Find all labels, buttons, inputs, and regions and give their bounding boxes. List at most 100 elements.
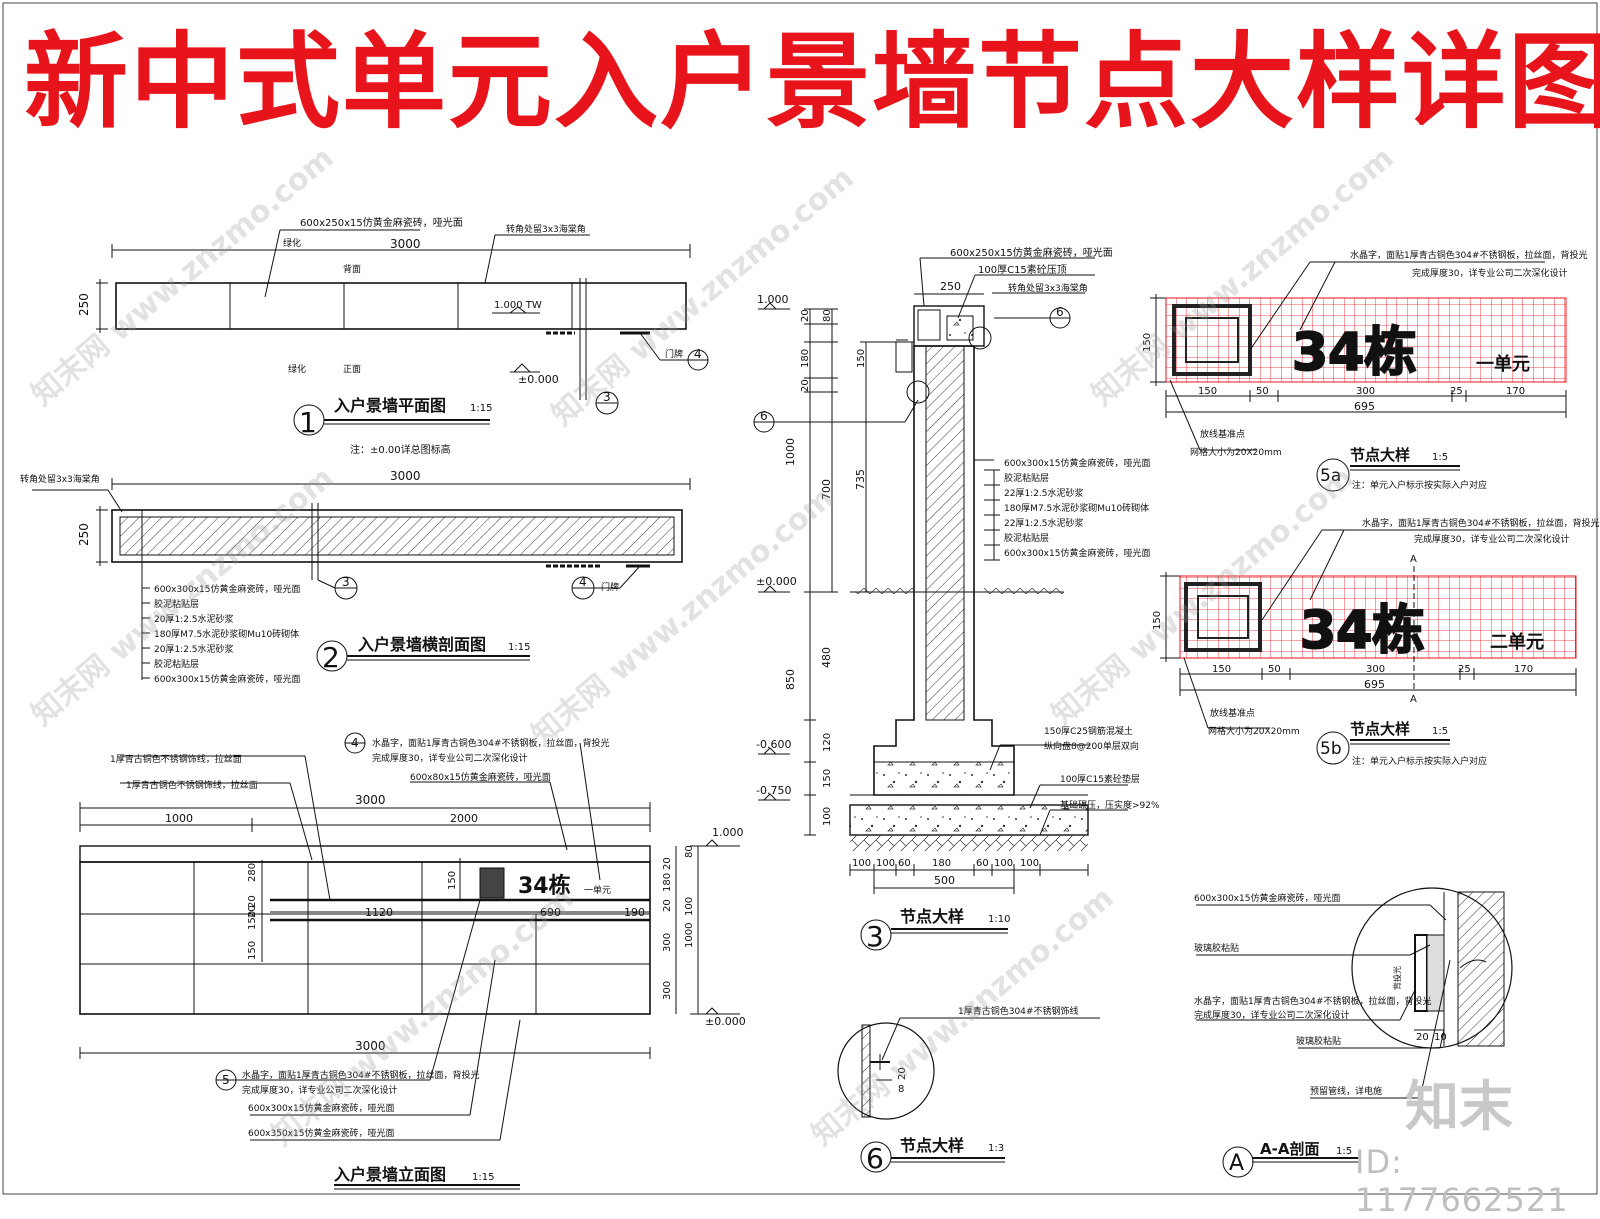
d5b-title: 节点大样: [1350, 720, 1410, 738]
d5a-dim-4: 25: [1450, 386, 1463, 397]
section-scale: 1:15: [508, 642, 530, 653]
plan-width-dim: 3000: [390, 237, 421, 251]
plan-zero-level: ±0.000: [518, 373, 559, 386]
section-drawing: [32, 478, 691, 680]
d5a-scale: 1:5: [1432, 452, 1448, 463]
elevation-labels: 1厚青古铜色不锈钢饰线，拉丝面 1厚青古铜色不锈钢饰线，拉丝面 4 水晶字，面贴…: [110, 736, 746, 1184]
section-labels: 转角处留3x3海棠角 3000 250 3 4 门牌 600x300x15仿黄金…: [20, 469, 619, 685]
elev-right-dim: 2000: [450, 812, 478, 825]
plan-chamfer-label: 转角处留3x3海棠角: [506, 223, 586, 235]
d6-trim: 1厚青古铜色304#不锈钢饰线: [958, 1005, 1078, 1017]
aa-title: A-A剖面: [1260, 1140, 1319, 1158]
aa-pipe: 预留管线，详电施: [1310, 1085, 1382, 1097]
aa-crystal: 水晶字，面贴1厚青古铜色304#不锈钢板，拉丝面，背投光: [1194, 995, 1431, 1007]
node-level-0: ±0.000: [756, 575, 797, 588]
section-layer-2: 胶泥粘贴层: [154, 598, 199, 610]
node-dim-735: 735: [854, 469, 867, 490]
node-dim-20a: 20: [800, 309, 811, 322]
d5b-dim-1: 150: [1212, 664, 1231, 675]
elev-trim-1: 1厚青古铜色不锈钢饰线，拉丝面: [110, 753, 242, 765]
plan-height-dim: 250: [77, 293, 91, 316]
node-section-labels: 600x250x15仿黄金麻瓷砖，哑光面 100厚C15素砼压顶 转角处留3x3…: [756, 246, 1160, 953]
node-layer-1: 600x300x15仿黄金麻瓷砖，哑光面: [1004, 457, 1150, 469]
aa-tile: 600x300x15仿黄金麻瓷砖，哑光面: [1194, 892, 1340, 904]
d6-dim-8: 8: [898, 1084, 904, 1095]
node-level-1: 1.000: [757, 293, 789, 306]
node-level-06: -0.600: [756, 738, 791, 751]
d6-scale: 1:3: [988, 1143, 1004, 1154]
section-height-dim: 250: [77, 523, 91, 546]
node-chamfer-label: 转角处留3x3海棠角: [1008, 282, 1088, 294]
plan-scale: 1:15: [470, 403, 492, 414]
node-scale: 1:10: [988, 914, 1010, 925]
elev-trim-2: 1厚青古铜色不锈钢饰线，拉丝面: [126, 779, 258, 791]
plan-labels: 600x250x15仿黄金麻瓷砖，哑光面 转角处留3x3海棠角 绿化 3000 …: [77, 216, 702, 456]
detail-5a-labels: 34栋 一单元 水晶字，面贴1厚青古铜色304#不锈钢板，拉丝面，背投光 完成厚…: [1142, 249, 1587, 491]
aa-crystal-2: 完成厚度30，详专业公司二次深化设计: [1194, 1009, 1349, 1021]
elev-r20a: 20: [662, 857, 673, 870]
node-c15-label: 100厚C15素砼压顶: [978, 263, 1067, 276]
detail-5a-drawing: [1150, 261, 1567, 492]
elev-level-0: ±0.000: [705, 1015, 746, 1028]
elev-ref4: 4: [351, 736, 359, 750]
elev-r300a: 300: [662, 933, 673, 952]
node-ref6: 6: [1056, 305, 1064, 319]
section-layer-3: 20厚1:2.5水泥砂浆: [154, 613, 234, 625]
plan-ref3: 3: [603, 390, 611, 404]
node-b6: 100: [994, 858, 1013, 869]
section-layer-5: 20厚1:2.5水泥砂浆: [154, 643, 234, 655]
node-layer-3: 22厚1:2.5水泥砂浆: [1004, 487, 1084, 499]
section-layer-1: 600x300x15仿黄金麻瓷砖，哑光面: [154, 583, 300, 595]
aa-number: A: [1229, 1151, 1244, 1176]
node-number: 3: [866, 920, 884, 953]
elev-total-dim: 3000: [355, 793, 386, 807]
detail-6-labels: 1厚青古铜色304#不锈钢饰线 20 8 6 节点大样 1:3: [866, 1005, 1078, 1175]
elev-r80: 80: [684, 845, 695, 858]
section-aa-labels: 600x300x15仿黄金麻瓷砖，哑光面 玻璃胶粘贴 水晶字，面贴1厚青古铜色3…: [1194, 892, 1447, 1176]
plan-green-top: 绿化: [283, 237, 301, 249]
node-rebar-label: 纵向盘8@200单层双向: [1044, 740, 1139, 752]
elev-v150-sign: 150: [447, 871, 458, 890]
elev-tile-1: 600x300x15仿黄金麻瓷砖，哑光面: [248, 1102, 394, 1114]
node-layer-7: 600x300x15仿黄金麻瓷砖，哑光面: [1004, 547, 1150, 559]
aa-glue-1: 玻璃胶粘贴: [1194, 942, 1239, 954]
elev-crystal-3: 水晶字，面贴1厚青古铜色304#不锈钢板，拉丝面，背投光: [242, 1069, 479, 1081]
node-dim-850: 850: [784, 669, 797, 690]
d5a-total: 695: [1354, 400, 1375, 413]
plan-tile-label: 600x250x15仿黄金麻瓷砖，哑光面: [300, 216, 463, 229]
plan-green-bottom: 绿化: [288, 363, 306, 375]
section-layer-7: 600x300x15仿黄金麻瓷砖，哑光面: [154, 673, 300, 685]
node-b-total: 500: [934, 874, 955, 887]
node-dim-20b: 20: [800, 379, 811, 392]
node-c25-label: 150厚C25钢筋混凝土: [1044, 725, 1133, 737]
d5b-crystal-2: 完成厚度30，详专业公司二次深化设计: [1414, 533, 1569, 545]
node-b1: 100: [852, 858, 871, 869]
d6-number: 6: [866, 1142, 884, 1175]
brand-logo: 知末: [1405, 1075, 1513, 1138]
d5b-dim-5: 170: [1514, 664, 1533, 675]
elev-level-1: 1.000: [712, 826, 744, 839]
d5a-unit: 一单元: [1476, 353, 1530, 375]
node-b3: 60: [898, 858, 911, 869]
d5a-number: 5a: [1320, 466, 1341, 486]
elev-v20b: 20: [247, 905, 258, 918]
d5a-height: 150: [1142, 333, 1153, 352]
plan-door-label: 门牌: [665, 348, 683, 360]
d5b-a-bottom: A: [1410, 694, 1417, 705]
d5b-scale: 1:5: [1432, 726, 1448, 737]
plan-back-label: 背面: [343, 263, 361, 275]
node-section-drawing: [753, 257, 1128, 951]
node-title: 节点大样: [900, 907, 964, 926]
d5b-number: 5b: [1320, 739, 1342, 759]
d5b-base: 放线基准点: [1210, 707, 1255, 719]
node-tile-label: 600x250x15仿黄金麻瓷砖，哑光面: [950, 246, 1113, 259]
elev-dim-190: 190: [624, 906, 645, 919]
plan-note: 注：±0.00详总图标高: [350, 443, 451, 456]
d6-title: 节点大样: [900, 1136, 964, 1155]
elev-cap: 600x80x15仿黄金麻瓷砖，哑光面: [410, 771, 551, 783]
section-door-label: 门牌: [601, 581, 619, 593]
d5b-dim-2: 50: [1268, 664, 1281, 675]
d5b-height: 150: [1152, 611, 1163, 630]
elev-dim-1120: 1120: [365, 906, 393, 919]
d5b-dim-4: 25: [1458, 664, 1471, 675]
